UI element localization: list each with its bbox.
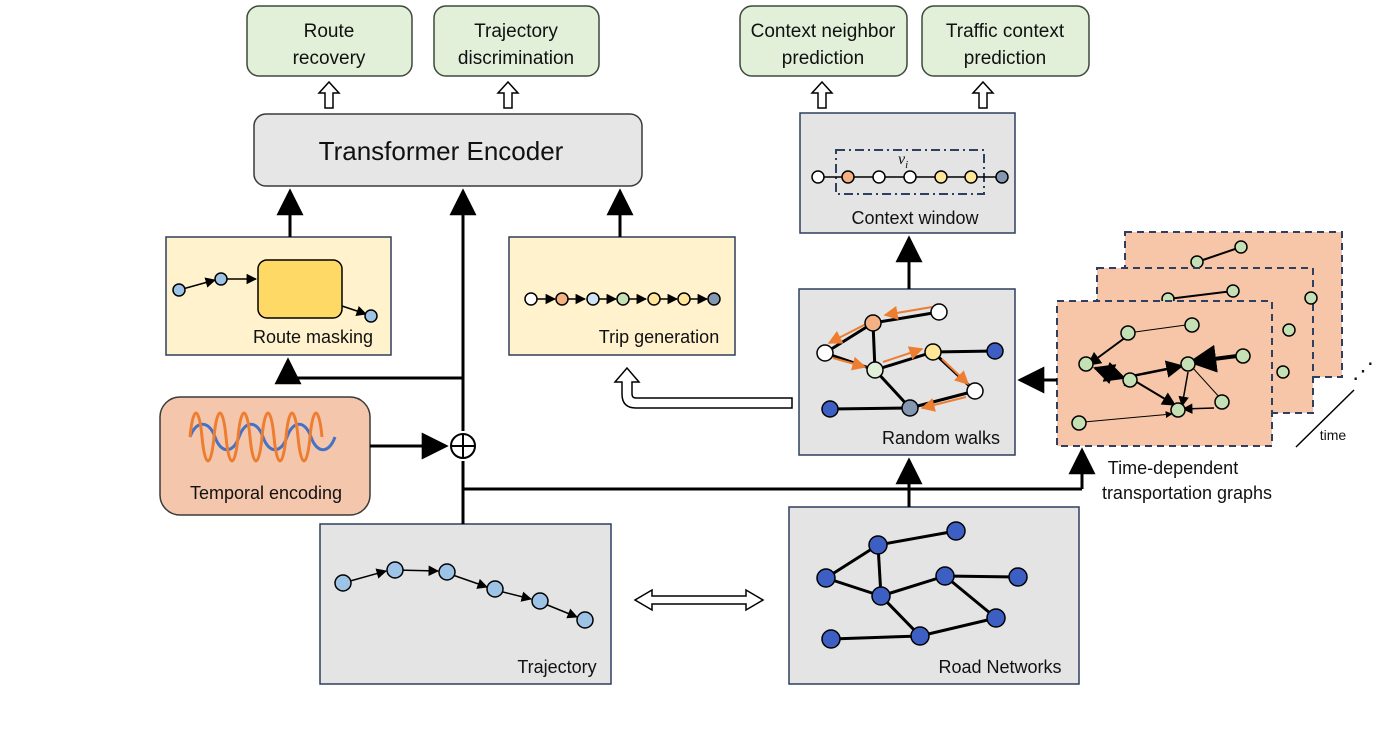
arrow-to-route-recovery — [317, 80, 341, 109]
sine-wave-orange — [188, 411, 324, 463]
walk-node — [866, 361, 884, 379]
walk-node — [986, 342, 1004, 360]
context-variable-v: vi — [898, 151, 908, 171]
context-node — [811, 170, 825, 184]
context-window-box: vi Context window — [799, 112, 1016, 234]
time-axis-label: time — [1320, 427, 1347, 443]
trajectory-box: Trajectory — [319, 523, 612, 685]
graph-node — [1071, 415, 1087, 431]
graph-node — [1184, 317, 1200, 333]
context-node — [934, 170, 948, 184]
context-node — [903, 170, 917, 184]
graph-node — [1214, 394, 1230, 410]
trip-generation-box: Trip generation — [508, 236, 736, 356]
hollow-arrow-walks-to-trip — [613, 366, 793, 409]
road-node — [935, 566, 955, 586]
double-arrow-trajectory-road — [633, 588, 765, 612]
walk-node — [924, 343, 942, 361]
road-node — [871, 586, 891, 606]
walk-node — [816, 344, 834, 362]
trip-node — [586, 292, 600, 306]
route-node — [172, 283, 186, 297]
arrow-to-traffic-context — [971, 80, 995, 109]
graph-node — [1122, 372, 1138, 388]
route-node — [364, 309, 378, 323]
walk-node — [901, 399, 919, 417]
trajectory-discrimination-label-2: discrimination — [458, 48, 574, 69]
trajectory-node — [576, 611, 594, 629]
transformer-encoder: Transformer Encoder — [253, 113, 643, 187]
context-neighbor-label-1: Context neighbor — [751, 21, 896, 42]
trajectory-node — [438, 563, 456, 581]
trajectory-node — [486, 580, 504, 598]
road-networks-box: Road Networks — [788, 506, 1080, 685]
trajectory-node — [531, 592, 549, 610]
route-recovery-label-1: Route — [304, 21, 355, 42]
graph-node — [1235, 348, 1251, 364]
walk-node — [864, 314, 882, 332]
context-node — [841, 170, 855, 184]
task-context-neighbor-prediction: Context neighbor prediction — [739, 5, 908, 77]
graph-layer-front — [1056, 300, 1273, 447]
walk-node — [966, 382, 984, 400]
road-node — [868, 535, 888, 555]
trajectory-node — [334, 574, 352, 592]
road-node — [910, 626, 930, 646]
connectors — [274, 188, 1096, 524]
graph-node — [1078, 356, 1094, 372]
task-route-recovery: Route recovery — [246, 5, 413, 77]
route-masking-box: Route masking — [165, 236, 392, 356]
graphs-caption-line-1: Time-dependent — [1108, 458, 1238, 478]
trajectory-discrimination-label-1: Trajectory — [474, 21, 558, 42]
context-window-label: Context window — [851, 208, 979, 228]
context-node — [872, 170, 886, 184]
trip-node — [677, 292, 691, 306]
add-operator — [450, 433, 476, 459]
road-node — [986, 608, 1006, 628]
random-walks-box: Random walks — [798, 288, 1016, 456]
more-graphs-ellipsis: ⋰ — [1352, 358, 1374, 383]
trip-node — [707, 292, 721, 306]
traffic-context-label-1: Traffic context — [946, 21, 1065, 42]
time-axis-line — [1295, 389, 1355, 448]
task-traffic-context-prediction: Traffic context prediction — [921, 5, 1090, 77]
context-neighbor-label-2: prediction — [782, 48, 864, 69]
road-node — [816, 568, 836, 588]
context-node — [964, 170, 978, 184]
road-networks-label: Road Networks — [938, 657, 1061, 677]
trip-node — [616, 292, 630, 306]
arrow-to-trajectory-discrimination — [496, 80, 520, 109]
trip-node — [555, 292, 569, 306]
temporal-encoding-box: Temporal encoding — [159, 396, 371, 516]
walk-node — [930, 303, 948, 321]
masked-segment-block — [257, 259, 343, 319]
trip-node — [647, 292, 661, 306]
graph-node — [1170, 402, 1186, 418]
graph-node — [1180, 356, 1196, 372]
route-masking-label: Route masking — [253, 327, 373, 347]
task-trajectory-discrimination: Trajectory discrimination — [433, 5, 600, 77]
temporal-encoding-label: Temporal encoding — [190, 483, 342, 503]
graphs-caption-line-2: transportation graphs — [1102, 483, 1272, 503]
trip-node — [524, 292, 538, 306]
trajectory-label: Trajectory — [517, 657, 596, 677]
transformer-encoder-label: Transformer Encoder — [319, 136, 564, 166]
hollow-up-arrows — [317, 80, 995, 109]
route-node — [214, 272, 228, 286]
random-walks-label: Random walks — [882, 428, 1000, 448]
route-recovery-label-2: recovery — [293, 48, 366, 69]
walk-node — [821, 400, 839, 418]
traffic-context-label-2: prediction — [964, 48, 1046, 69]
trajectory-node — [386, 561, 404, 579]
road-node — [1008, 567, 1028, 587]
road-node — [821, 629, 841, 649]
graph-node — [1120, 325, 1136, 341]
time-dependent-graphs: ⋰ time Time-dependent transportation gra… — [1056, 231, 1374, 503]
arrow-to-context-neighbor — [810, 80, 834, 109]
context-node — [995, 170, 1009, 184]
trip-generation-label: Trip generation — [599, 327, 719, 347]
road-node — [946, 521, 966, 541]
